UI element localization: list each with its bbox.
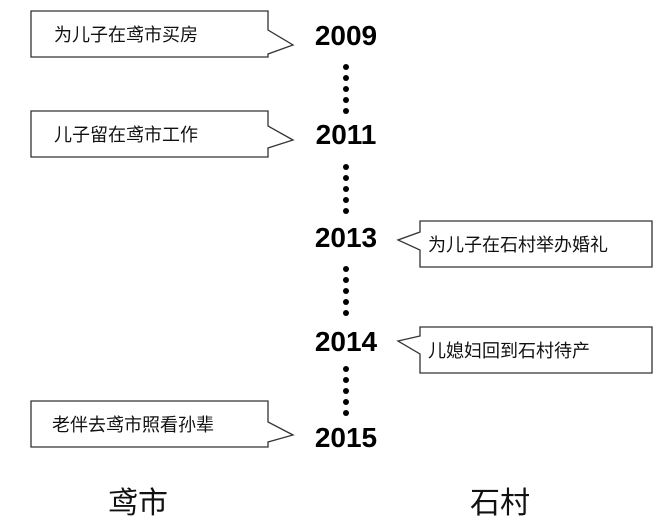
column-label-right: 石村 xyxy=(470,486,530,521)
year-2009: 2009 xyxy=(314,20,378,51)
event-callout-2014: 儿媳妇回到石村待产 xyxy=(396,326,654,374)
dotted-connector-2009-2011 xyxy=(342,64,350,114)
dotted-connector-2014-2015 xyxy=(342,366,350,416)
callout-shape-left xyxy=(30,110,295,158)
callout-shape-left xyxy=(30,10,295,58)
event-callout-2009: 为儿子在鸢市买房 xyxy=(30,10,295,58)
year-2015: 2015 xyxy=(314,422,378,453)
dotted-connector-2013-2014 xyxy=(342,266,350,316)
column-label-left: 鸢市 xyxy=(108,486,168,521)
event-callout-2013: 为儿子在石村举办婚礼 xyxy=(396,220,654,268)
event-text-2009: 为儿子在鸢市买房 xyxy=(54,25,198,46)
year-2014: 2014 xyxy=(314,326,378,357)
event-text-2011: 儿子留在鸢市工作 xyxy=(54,125,198,146)
callout-shape-right xyxy=(396,326,653,374)
event-callout-2015: 老伴去鸢市照看孙辈 xyxy=(30,400,295,448)
year-2011: 2011 xyxy=(315,119,377,150)
event-text-2013: 为儿子在石村举办婚礼 xyxy=(428,235,608,256)
event-text-2014: 儿媳妇回到石村待产 xyxy=(428,341,590,362)
event-callout-2011: 儿子留在鸢市工作 xyxy=(30,110,295,158)
year-2013: 2013 xyxy=(314,222,378,253)
event-text-2015: 老伴去鸢市照看孙辈 xyxy=(52,415,214,436)
callout-shape-right xyxy=(396,220,653,268)
callout-shape-left xyxy=(30,400,295,448)
dotted-connector-2011-2013 xyxy=(342,164,350,214)
